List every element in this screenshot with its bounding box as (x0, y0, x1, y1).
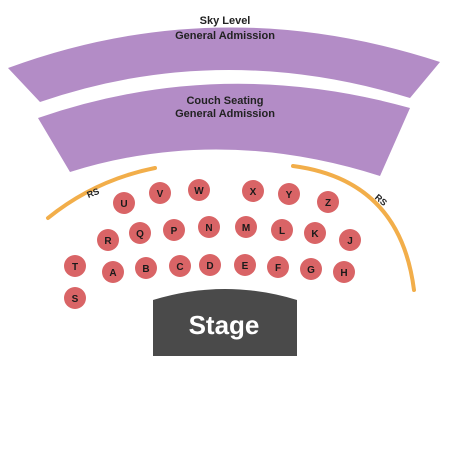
rail-right[interactable]: RS (291, 164, 416, 292)
table-label: Y (286, 190, 293, 201)
table-circle[interactable] (300, 258, 322, 280)
table-circle[interactable] (198, 216, 220, 238)
table-label: R (104, 236, 112, 247)
table-E[interactable]: E (234, 254, 256, 276)
rail-left[interactable]: RS (46, 166, 157, 220)
couch-seating-section[interactable]: Couch Seating General Admission (38, 83, 410, 176)
table-C[interactable]: C (169, 255, 191, 277)
table-Y[interactable]: Y (278, 183, 300, 205)
table-circle[interactable] (304, 222, 326, 244)
table-circle[interactable] (235, 216, 257, 238)
table-label: M (242, 223, 250, 234)
table-label: L (279, 226, 285, 237)
stage: Stage (153, 289, 297, 356)
table-circle[interactable] (271, 219, 293, 241)
table-B[interactable]: B (135, 257, 157, 279)
table-circle[interactable] (169, 255, 191, 277)
sky-level-section[interactable]: Sky Level General Admission (8, 15, 440, 102)
table-L[interactable]: L (271, 219, 293, 241)
table-circle[interactable] (64, 255, 86, 277)
table-circle[interactable] (64, 287, 86, 309)
table-R[interactable]: R (97, 229, 119, 251)
table-N[interactable]: N (198, 216, 220, 238)
table-label: S (72, 294, 79, 305)
table-W[interactable]: W (188, 179, 210, 201)
table-circle[interactable] (339, 229, 361, 251)
table-T[interactable]: T (64, 255, 86, 277)
sky-level-subtitle: General Admission (175, 30, 275, 42)
table-circle[interactable] (97, 229, 119, 251)
table-H[interactable]: H (333, 261, 355, 283)
table-circle[interactable] (188, 179, 210, 201)
table-label: J (347, 236, 353, 247)
table-circle[interactable] (163, 219, 185, 241)
table-G[interactable]: G (300, 258, 322, 280)
table-circle[interactable] (267, 256, 289, 278)
table-S[interactable]: S (64, 287, 86, 309)
table-K[interactable]: K (304, 222, 326, 244)
table-circle[interactable] (199, 254, 221, 276)
table-label: T (72, 262, 78, 273)
table-label: G (307, 265, 315, 276)
table-label: W (194, 186, 204, 197)
rail-left-label: RS (85, 186, 100, 200)
table-label: V (157, 189, 164, 200)
table-label: U (120, 199, 127, 210)
table-circle[interactable] (278, 183, 300, 205)
rail-right-line[interactable] (291, 164, 416, 292)
table-label: D (206, 261, 213, 272)
table-circle[interactable] (135, 257, 157, 279)
table-F[interactable]: F (267, 256, 289, 278)
table-circle[interactable] (113, 192, 135, 214)
table-P[interactable]: P (163, 219, 185, 241)
table-label: K (311, 229, 319, 240)
table-label: E (242, 261, 249, 272)
couch-seating-subtitle: General Admission (175, 108, 275, 120)
table-label: F (275, 263, 281, 274)
table-label: X (250, 187, 257, 198)
table-J[interactable]: J (339, 229, 361, 251)
table-circle[interactable] (129, 222, 151, 244)
table-M[interactable]: M (235, 216, 257, 238)
table-circle[interactable] (317, 191, 339, 213)
table-V[interactable]: V (149, 182, 171, 204)
table-label: B (142, 264, 149, 275)
table-label: A (109, 268, 116, 279)
table-circle[interactable] (149, 182, 171, 204)
table-Z[interactable]: Z (317, 191, 339, 213)
table-label: N (205, 223, 212, 234)
table-label: Z (325, 198, 331, 209)
table-circle[interactable] (242, 180, 264, 202)
couch-seating-section-shape[interactable] (38, 83, 410, 176)
couch-seating-title: Couch Seating (186, 95, 263, 107)
table-label: C (176, 262, 183, 273)
table-circle[interactable] (102, 261, 124, 283)
table-D[interactable]: D (199, 254, 221, 276)
rail-left-line[interactable] (46, 166, 157, 220)
table-circle[interactable] (333, 261, 355, 283)
table-A[interactable]: A (102, 261, 124, 283)
table-Q[interactable]: Q (129, 222, 151, 244)
table-label: Q (136, 229, 144, 240)
table-circle[interactable] (234, 254, 256, 276)
stage-shape (153, 289, 297, 356)
table-label: P (171, 226, 178, 237)
table-X[interactable]: X (242, 180, 264, 202)
sky-level-section-shape[interactable] (8, 27, 440, 102)
table-label: H (340, 268, 347, 279)
stage-label: Stage (189, 310, 260, 340)
table-U[interactable]: U (113, 192, 135, 214)
sky-level-title: Sky Level (200, 15, 251, 27)
